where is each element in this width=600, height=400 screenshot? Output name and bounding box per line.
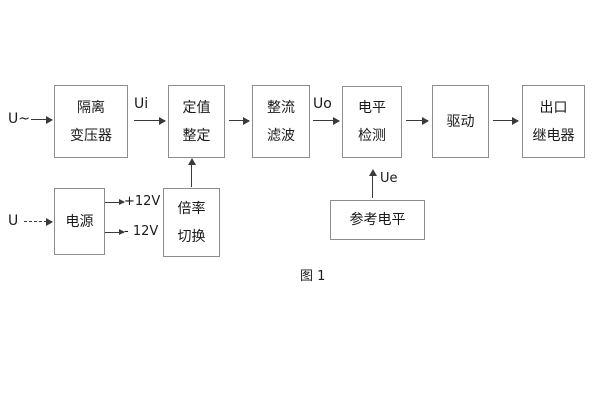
signal-label-ue: Ue bbox=[380, 171, 398, 186]
arrow-ac-to-isolation-transformer bbox=[31, 115, 53, 124]
block-rectify-filter: 整流 滤波 bbox=[252, 85, 310, 158]
arrow-dc-to-power-supply bbox=[24, 218, 53, 226]
block-multiplier-switch: 倍率 切换 bbox=[163, 188, 220, 257]
block-rectify-filter-line2: 滤波 bbox=[267, 127, 295, 144]
block-isolation-transformer: 隔离 变压器 bbox=[54, 85, 128, 158]
input-label-ac: U~ bbox=[8, 111, 30, 127]
block-level-detection: 电平 检测 bbox=[342, 86, 402, 158]
rail-label-negative: - 12V bbox=[124, 224, 159, 239]
arrow-setting-value-to-rectify-filter bbox=[229, 116, 250, 125]
arrow-rectify-filter-to-level-detection bbox=[313, 116, 340, 125]
figure-caption: 图 1 bbox=[300, 269, 326, 284]
block-output-relay-line1: 出口 bbox=[539, 99, 568, 116]
block-multiplier-switch-line2: 切换 bbox=[177, 228, 206, 245]
arrow-isolation-transformer-to-setting-value bbox=[134, 116, 166, 125]
block-reference-level: 参考电平 bbox=[330, 200, 425, 240]
block-level-detection-line1: 电平 bbox=[358, 100, 386, 116]
signal-label-uo: Uo bbox=[313, 96, 332, 112]
block-level-detection-line2: 检测 bbox=[358, 128, 386, 144]
arrow-multiplier-switch-to-setting-value bbox=[187, 158, 196, 187]
block-power-supply: 电源 bbox=[54, 188, 105, 255]
block-reference-level-line1: 参考电平 bbox=[349, 212, 406, 228]
block-rectify-filter-line1: 整流 bbox=[267, 99, 295, 116]
arrow-reference-level-to-level-detection bbox=[368, 169, 377, 198]
arrow-level-detection-to-drive bbox=[406, 116, 429, 125]
block-output-relay: 出口 继电器 bbox=[522, 85, 585, 158]
block-setting-value-line2: 整定 bbox=[182, 127, 211, 144]
arrow-power-supply-rail-positive bbox=[105, 198, 125, 205]
rail-label-positive: +12V bbox=[124, 194, 161, 209]
block-power-supply-line1: 电源 bbox=[65, 213, 94, 230]
arrow-drive-to-output-relay bbox=[493, 116, 519, 125]
block-multiplier-switch-line1: 倍率 bbox=[177, 200, 206, 217]
block-drive-line1: 驱动 bbox=[446, 113, 475, 130]
signal-label-ui: Ui bbox=[134, 96, 149, 112]
input-label-dc: U bbox=[8, 213, 19, 229]
arrow-power-supply-rail-negative bbox=[105, 228, 125, 235]
block-isolation-transformer-line1: 隔离 bbox=[77, 99, 105, 116]
block-setting-value-line1: 定值 bbox=[182, 99, 211, 116]
block-drive: 驱动 bbox=[432, 85, 489, 158]
block-isolation-transformer-line2: 变压器 bbox=[70, 127, 112, 144]
block-output-relay-line2: 继电器 bbox=[532, 127, 575, 144]
block-setting-value: 定值 整定 bbox=[168, 85, 225, 158]
